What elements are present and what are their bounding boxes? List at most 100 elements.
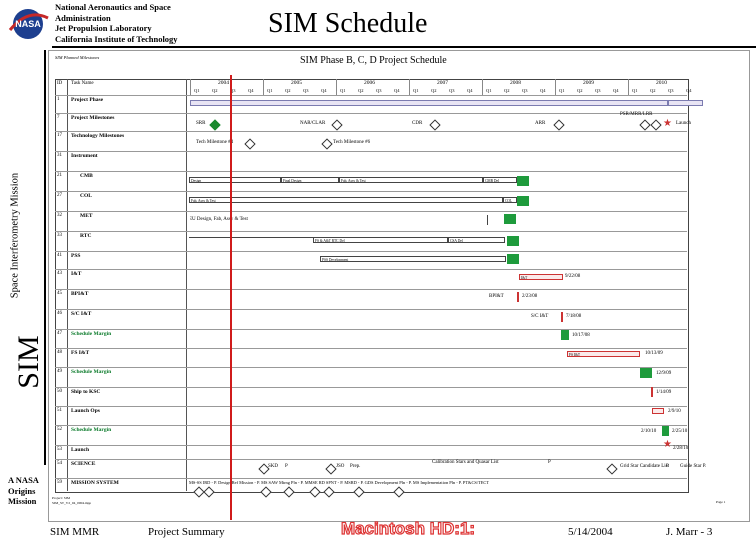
milestone-label: NAR/CLAR xyxy=(300,121,326,126)
task-bar: COL Del xyxy=(503,197,517,203)
task-date: 7/18/08 xyxy=(566,314,582,319)
table-row xyxy=(55,309,687,310)
row-id: 51 xyxy=(57,408,62,413)
quarter-label: Q2 xyxy=(431,88,437,93)
task-bar: I&T xyxy=(519,274,563,280)
tech-milestone-label: Tech Milestone #6 xyxy=(333,140,371,145)
science-label: Calibration Stars and Quasar List xyxy=(432,460,499,465)
margin-block xyxy=(561,330,569,340)
mission-subtitle: Space Interferometry Mission xyxy=(9,172,21,299)
row-id: 54 xyxy=(57,461,62,466)
year-separator xyxy=(263,79,264,95)
task-bar xyxy=(652,408,664,414)
task-bar: CMB Del xyxy=(483,177,517,183)
science-label: Grid Star Candidate List xyxy=(620,464,670,469)
table-row xyxy=(55,251,687,252)
quarter-label: Q3 xyxy=(230,88,236,93)
milestone-label: CDR xyxy=(412,121,423,126)
science-label: Prep. xyxy=(350,464,361,469)
margin-block xyxy=(662,426,669,436)
chart-title: SIM Phase B, C, D Project Schedule xyxy=(300,55,447,66)
row-task-name: Ship to KSC xyxy=(71,389,101,395)
bar-label: EU Design, Fab, Assy & Test xyxy=(189,217,248,222)
task-date: 10/13/09 xyxy=(645,351,663,356)
task-bar xyxy=(189,237,313,243)
table-row xyxy=(55,131,687,132)
task-date: 10/17/08 xyxy=(572,333,590,338)
task-date: 2/28/10 xyxy=(673,446,689,451)
task-tick xyxy=(651,387,653,397)
row-task-name: RTC xyxy=(80,233,92,239)
quarter-label: Q2 xyxy=(577,88,583,93)
task-bar: CSA Del xyxy=(448,237,505,243)
year-separator xyxy=(409,79,410,95)
science-label: P xyxy=(285,464,288,469)
row-id: 52 xyxy=(57,427,62,432)
milestone-label: PSR/MRR/LRR xyxy=(620,112,653,117)
phase-bar xyxy=(668,100,703,106)
row-id: 21 xyxy=(57,173,62,178)
quarter-label: Q3 xyxy=(522,88,528,93)
science-label: Guide Star P. xyxy=(680,464,707,469)
table-row xyxy=(55,289,687,290)
row-task-name: COL xyxy=(80,193,92,199)
table-row xyxy=(55,348,687,349)
origins-label: A NASA Origins Mission xyxy=(8,475,39,507)
year-label: 2009 xyxy=(583,80,594,86)
table-row xyxy=(55,387,687,388)
row-task-name: Project Phase xyxy=(71,97,104,103)
quarter-label: Q2 xyxy=(504,88,510,93)
header-divider xyxy=(52,46,756,48)
margin-block xyxy=(507,254,519,264)
table-row xyxy=(55,329,687,330)
table-row xyxy=(55,445,687,446)
org-line: Jet Propulsion Laboratory xyxy=(55,23,152,33)
row-task-name: PSS xyxy=(71,253,81,259)
row-id: 1 xyxy=(57,97,60,102)
table-row xyxy=(55,171,687,172)
margin-block xyxy=(507,236,519,246)
sim-acronym: SIM xyxy=(12,335,45,389)
schedule-chart xyxy=(48,50,750,522)
schedule-grid xyxy=(55,79,689,493)
phase-bar xyxy=(190,100,668,106)
row-id: 46 xyxy=(57,311,62,316)
year-separator xyxy=(190,79,191,95)
table-row xyxy=(55,231,687,232)
quarter-label: Q4 xyxy=(540,88,546,93)
year-label: 2006 xyxy=(364,80,375,86)
page-title: SIM Schedule xyxy=(268,8,428,39)
table-row xyxy=(55,459,687,460)
task-bar: PSS Development xyxy=(320,256,506,262)
row-task-name: Launch Ops xyxy=(71,408,100,414)
task-date: 2/10/10 xyxy=(641,429,657,434)
row-task-name: Schedule Margin xyxy=(71,331,112,337)
row-task-name: MET xyxy=(80,213,93,219)
name-column-separator xyxy=(186,79,187,491)
row-id: 43 xyxy=(57,271,62,276)
task-tick xyxy=(561,312,563,322)
row-id: 7 xyxy=(57,115,60,120)
row-task-name: S/C I&T xyxy=(71,311,92,317)
task-bar: FS I&T xyxy=(567,351,640,357)
footer-event: SIM MMR xyxy=(50,526,100,538)
margin-block xyxy=(504,214,516,224)
year-separator xyxy=(336,79,337,95)
bar-label: BPI&T xyxy=(489,294,504,299)
task-date: 2/9/10 xyxy=(668,409,681,414)
row-task-name: Project Milestones xyxy=(71,115,115,121)
row-task-name: Schedule Margin xyxy=(71,369,112,375)
quarter-label: Q1 xyxy=(340,88,346,93)
science-label: P xyxy=(548,460,551,465)
quarter-label: Q1 xyxy=(194,88,200,93)
table-row xyxy=(55,269,687,270)
file-info-line: SIM_ST_V2_04_0004.mpp xyxy=(52,501,92,505)
table-row xyxy=(55,211,687,212)
nasa-logo: NASA xyxy=(8,9,49,39)
year-separator xyxy=(555,79,556,95)
year-label: 2010 xyxy=(656,80,667,86)
row-id: 50 xyxy=(57,389,62,394)
quarter-label: Q1 xyxy=(267,88,273,93)
year-separator xyxy=(628,79,629,95)
quarter-label: Q3 xyxy=(303,88,309,93)
